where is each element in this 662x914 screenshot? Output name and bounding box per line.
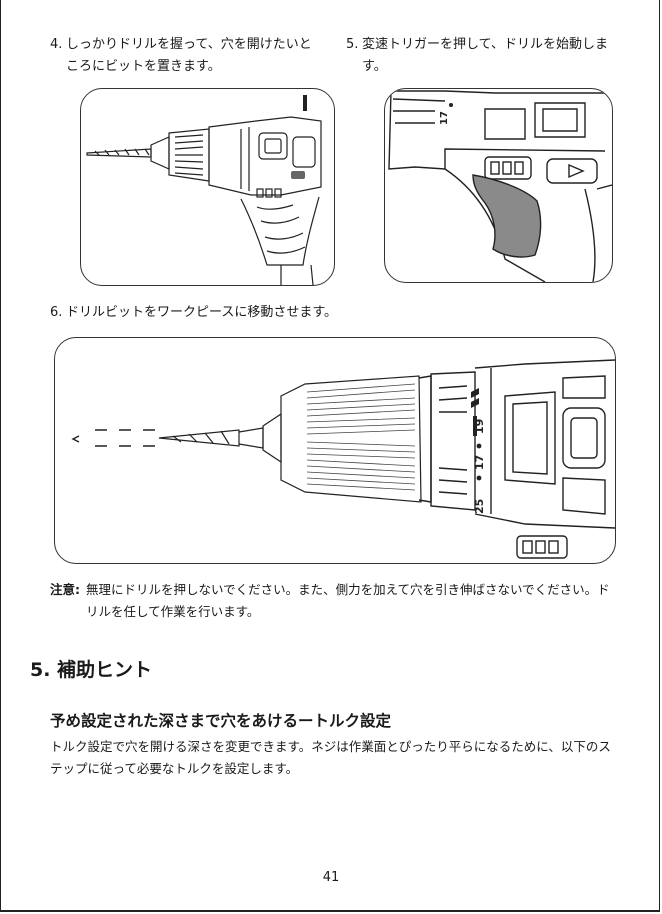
subsection-text: トルク設定で穴を開ける深さを変更できます。ネジは作業面とぴったり平らになるために… [50, 736, 622, 780]
step-number: 4. [50, 34, 62, 56]
caution-note: 注意: 無理にドリルを押しないでください。また、側力を加えて穴を引き伸ばさないで… [50, 579, 622, 623]
torque-marking: 17 [439, 111, 450, 125]
step-number: 6. [50, 302, 62, 324]
step-text: ドリルビットをワークピースに移動させます。 [50, 302, 610, 324]
drill-hand-illustration [81, 89, 334, 285]
figure-step-5-trigger: 17 [384, 88, 613, 283]
trigger-illustration: 17 [385, 89, 612, 282]
subsection-title: 予め設定された深さまで穴をあけるートルク設定 [50, 709, 391, 731]
note-text: 無理にドリルを押しないでください。また、側力を加えて穴を引き伸ばさないでください… [50, 579, 622, 623]
step-text: 変速トリガーを押して、ドリルを始動します。 [346, 34, 626, 78]
step-6: 6. ドリルビットをワークピースに移動させます。 [50, 302, 610, 324]
drill-side-illustration: 17 19 25 [55, 338, 615, 563]
figure-step-4-drill [80, 88, 335, 286]
step-4: 4. しっかりドリルを握って、穴を開けたいところにビットを置きます。 [50, 34, 320, 78]
clutch-prefix-marking: 25 [473, 499, 486, 514]
step-text: しっかりドリルを握って、穴を開けたいところにビットを置きます。 [50, 34, 320, 78]
figure-step-6-drill: 17 19 25 [54, 337, 616, 564]
step-number: 5. [346, 34, 358, 56]
torque-marking-17: 17 [473, 455, 486, 470]
step-5: 5. 変速トリガーを押して、ドリルを始動します。 [346, 34, 626, 78]
page-number: 41 [0, 870, 662, 885]
section-title: 5. 補助ヒント [30, 655, 152, 682]
note-label: 注意: [50, 579, 80, 601]
